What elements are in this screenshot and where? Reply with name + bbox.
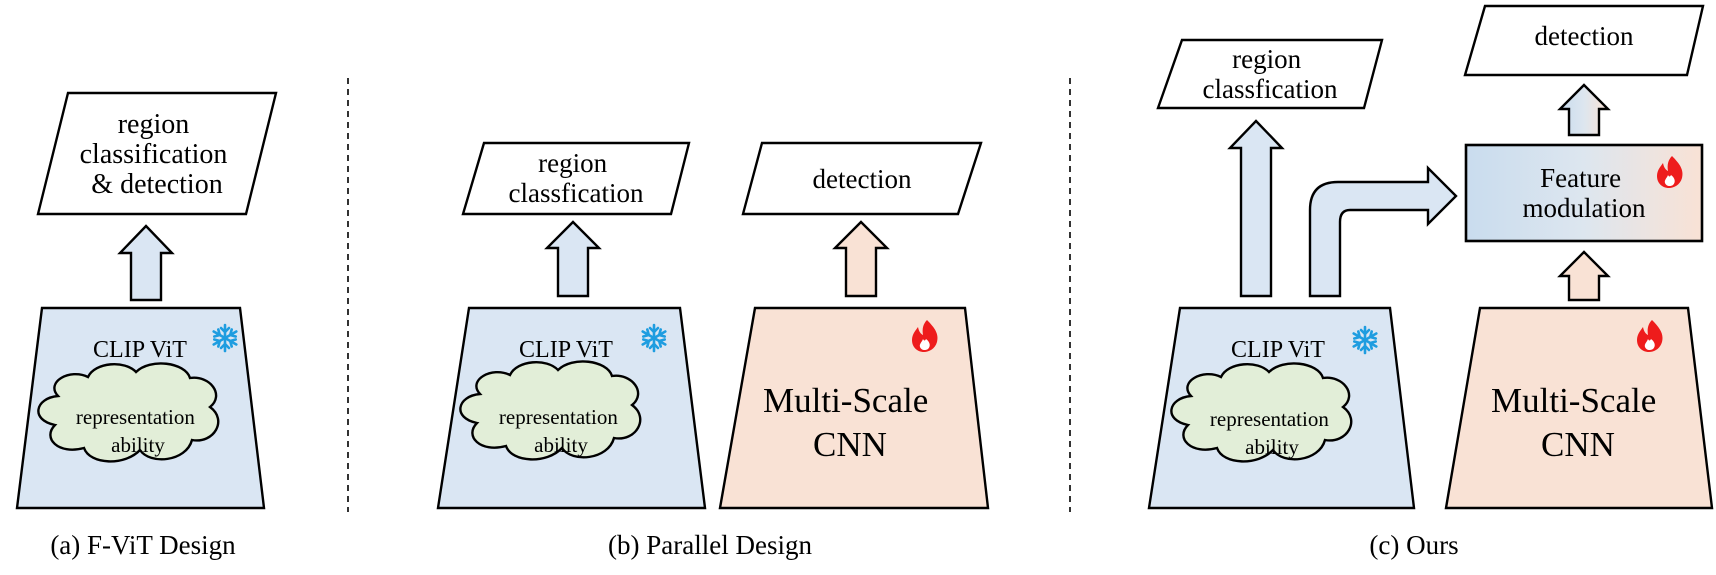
- vit-output-text-c: region classfication: [1203, 44, 1338, 104]
- panel-a: region classification & detection CLIP V…: [15, 91, 278, 560]
- cnn-output-text-b: detection: [813, 164, 912, 194]
- multiscale-cnn-text-b: Multi-Scale CNN: [763, 381, 937, 464]
- caption-c: (c) Ours: [1369, 530, 1458, 560]
- representation-cloud-text-c: representation ability: [1210, 407, 1334, 459]
- up-arrow-cnn-c: [1557, 250, 1611, 302]
- clip-vit-title-c: CLIP ViT: [1231, 337, 1325, 363]
- vit-output-box-c: [1156, 38, 1384, 110]
- clip-vit-title-a: CLIP ViT: [93, 337, 187, 363]
- cnn-output-box-b: [741, 141, 983, 216]
- representation-cloud-a: [37, 362, 220, 463]
- detection-box-c: [1463, 4, 1705, 77]
- panel-b: region classfication CLIP ViT representa…: [436, 141, 990, 560]
- bent-arrow-to-modulation: [1308, 165, 1458, 298]
- representation-cloud-b: [459, 360, 642, 461]
- multiscale-cnn-trapezoid-c: [1444, 306, 1714, 510]
- caption-a: (a) F-ViT Design: [50, 530, 236, 560]
- vit-output-box-b: [461, 141, 691, 216]
- output-box-a: [36, 91, 278, 216]
- up-arrow-a: [117, 224, 175, 302]
- feature-modulation-box: [1464, 143, 1704, 243]
- vit-output-text-b: region classfication: [509, 148, 644, 208]
- output-text-a: region classification & detection: [80, 109, 235, 200]
- up-arrow-cnn-b: [832, 220, 890, 298]
- representation-cloud-text-b: representation ability: [499, 405, 623, 457]
- multiscale-cnn-trapezoid-b: [718, 306, 990, 510]
- caption-b: (b) Parallel Design: [608, 530, 812, 560]
- representation-cloud-c: [1170, 362, 1353, 463]
- up-arrow-vit-b: [544, 220, 602, 298]
- up-arrow-detection-c: [1557, 83, 1611, 137]
- clip-vit-title-b: CLIP ViT: [519, 337, 613, 363]
- feature-modulation-text: Feature modulation: [1523, 163, 1646, 223]
- panel-c: region classfication detection Feature m…: [1147, 4, 1714, 560]
- multiscale-cnn-text-c: Multi-Scale CNN: [1491, 381, 1665, 464]
- detection-text-c: detection: [1535, 21, 1634, 51]
- up-arrow-vit-c: [1227, 119, 1285, 298]
- representation-cloud-text-a: representation ability: [76, 405, 200, 457]
